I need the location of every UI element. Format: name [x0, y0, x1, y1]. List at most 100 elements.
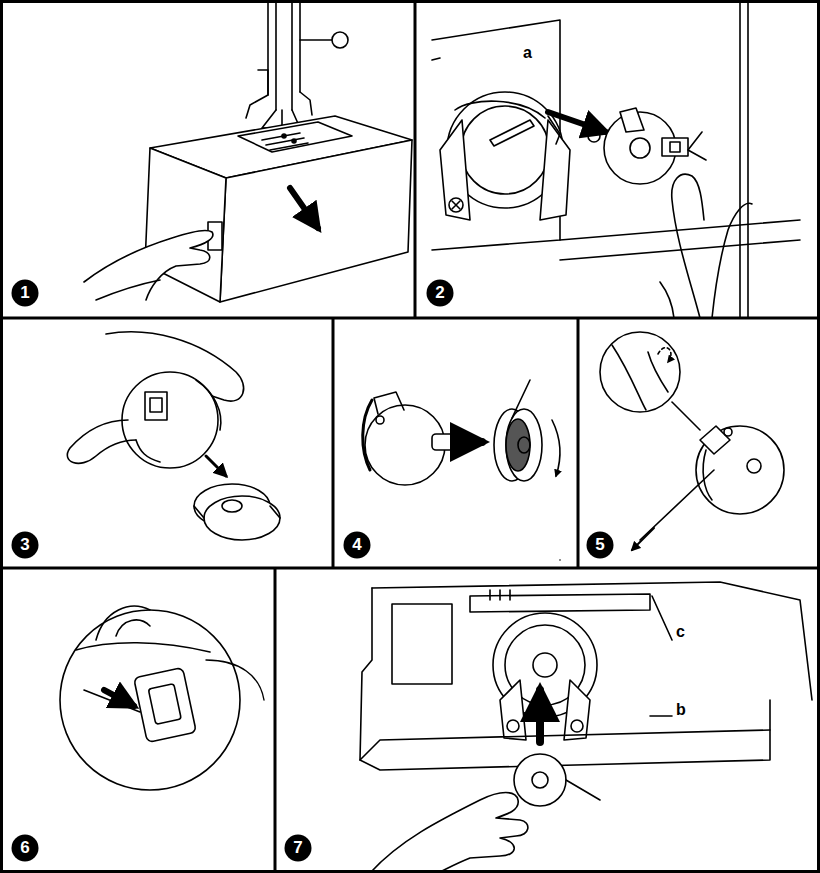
step-number: 5: [586, 531, 614, 559]
bobbin-insert-illustration-part: [512, 380, 530, 418]
bobbin-insert-illustration-part: [432, 434, 456, 450]
thread-slot-illustration-part: [648, 352, 668, 392]
thread-slot-illustration-part: [632, 528, 654, 550]
bobbin-removal-illustration-part: [206, 456, 226, 476]
machine-illustration: [84, 0, 412, 302]
case-insert-illustration-part: [532, 772, 548, 788]
badge-circle-fill: [587, 532, 614, 559]
hook-illustration-part: [662, 138, 688, 156]
bobbin-removal-illustration-part: [136, 440, 160, 462]
latch-closeup-illustration-part: [84, 690, 140, 712]
bobbin-removal-illustration: [67, 332, 280, 540]
machine-illustration-part: [282, 134, 286, 138]
step-badge: 6: [11, 834, 39, 862]
step-badge: 5: [586, 531, 614, 559]
case-insert-illustration-part: [650, 596, 672, 716]
step-badge: 7: [284, 834, 312, 862]
latch-closeup-illustration-part: [76, 643, 210, 652]
hook-illustration-part: [620, 108, 644, 132]
hook-illustration-part: [740, 0, 748, 318]
callout-letter: c: [676, 623, 685, 641]
bobbin-insert-illustration-part: [506, 409, 542, 481]
badge-circle-fill: [285, 835, 312, 862]
bobbin-insert-illustration-part: [363, 400, 372, 470]
case-insert-illustration-part: [571, 720, 583, 732]
case-insert-illustration-part: [507, 720, 519, 732]
bobbin-removal-illustration-part: [106, 332, 244, 401]
bobbin-removal-illustration-part: [67, 420, 136, 463]
thread-slot-illustration-part: [600, 332, 680, 412]
hook-illustration-part: [449, 198, 463, 212]
thread-slot-illustration-part: [612, 345, 646, 410]
bobbin-insert-illustration-part: [374, 392, 404, 414]
step-number: 6: [11, 834, 39, 862]
badge-circle-fill: [12, 835, 39, 862]
hook-illustration-part: [660, 282, 674, 318]
hook-illustration-part: [440, 120, 470, 220]
case-insert-illustration-part: [514, 754, 566, 806]
case-insert-illustration-part: [470, 594, 650, 612]
case-insert-illustration-part: [360, 588, 770, 770]
bobbin-removal-illustration-part: [204, 496, 280, 540]
machine-illustration-part: [268, 0, 300, 110]
latch-closeup-illustration-part: [134, 668, 197, 743]
latch-closeup-illustration-part: [104, 690, 134, 706]
step-number: 3: [11, 531, 39, 559]
machine-illustration-part: [96, 280, 160, 300]
latch-closeup-illustration-part: [206, 660, 264, 700]
badge-circle-fill: [344, 532, 371, 559]
bobbin-insert-illustration-part: [376, 416, 384, 424]
latch-closeup-illustration: [60, 606, 264, 790]
machine-illustration-part: [220, 140, 412, 302]
hook-illustration-part: [560, 220, 800, 260]
hook-illustration-part: [452, 201, 460, 209]
illustration-part: [60, 0, 812, 873]
hook-illustration: [432, 0, 800, 318]
hook-illustration-part: [630, 138, 650, 158]
case-insert-illustration-part: [360, 730, 770, 760]
latch-closeup-illustration-part: [60, 610, 240, 790]
case-insert-illustration-part: [392, 604, 452, 684]
callout-letter: b: [676, 701, 686, 719]
bobbin-removal-illustration-part: [222, 500, 242, 512]
hook-illustration-part: [548, 112, 606, 132]
machine-illustration-part: [246, 70, 312, 118]
step-badge: 3: [11, 531, 39, 559]
case-insert-illustration-part: [500, 680, 526, 740]
machine-illustration-part: [238, 122, 352, 152]
thread-slot-illustration-part: [696, 426, 784, 514]
step-number: 2: [426, 279, 454, 307]
case-insert-illustration-part: [533, 653, 557, 677]
step-badge: 4: [343, 531, 371, 559]
case-insert-illustration-part: [564, 680, 590, 740]
thread-slot-illustration-part: [658, 348, 671, 362]
hook-illustration-part: [670, 142, 680, 152]
hook-illustration-part: [540, 120, 570, 220]
bobbin-insert-illustration-part: [462, 438, 482, 446]
badge-circle-fill: [427, 280, 454, 307]
bobbin-removal-illustration-part: [145, 392, 167, 420]
hook-illustration-part: [461, 106, 549, 194]
latch-closeup-illustration-part: [148, 684, 181, 725]
machine-illustration-part: [290, 188, 318, 228]
step-badge: 1: [11, 279, 39, 307]
hook-illustration-part: [490, 120, 534, 146]
machine-illustration-part: [332, 32, 348, 48]
thread-slot-illustration: [600, 332, 784, 550]
bobbin-removal-illustration-part: [150, 398, 162, 412]
machine-illustration-part: [292, 139, 296, 143]
bobbin-insert-illustration-part: [518, 437, 530, 453]
case-insert-illustration-part: [566, 780, 600, 800]
step-badge: 2: [426, 279, 454, 307]
case-insert-illustration-part: [490, 590, 510, 600]
callout-letter: a: [523, 44, 532, 62]
latch-closeup-illustration-part: [96, 606, 150, 640]
step-number: 7: [284, 834, 312, 862]
case-insert-illustration-part: [536, 690, 544, 742]
bobbin-removal-illustration-part: [196, 380, 221, 430]
